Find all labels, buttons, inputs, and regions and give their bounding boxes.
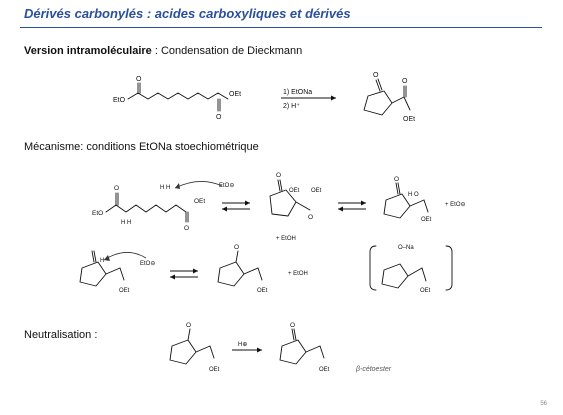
neut-enolate-oet: OEt xyxy=(209,367,220,373)
intramolecular-label-rest: : Condensation de Dieckmann xyxy=(151,45,303,57)
dieckmann-arrow: 1) EtONa 2) H⁺ xyxy=(281,89,336,110)
intramolecular-label: Version intramoléculaire : Condensation … xyxy=(24,45,302,57)
neut-product-oet: OEt xyxy=(319,367,330,373)
equilibrium-arrow-2 xyxy=(338,200,366,212)
mech-enolate-oet: OEt xyxy=(257,288,268,294)
neut-enolate: O OEt xyxy=(169,322,220,373)
mech-enolate: O OEt + EtOH xyxy=(217,244,308,294)
neutralisation-label: Neutralisation : xyxy=(24,329,98,341)
reactant-eto-label: EtO xyxy=(113,97,126,104)
mech-eto-minus: EtO⊖ xyxy=(219,183,234,189)
diester-reactant: EtO O O OEt xyxy=(113,76,241,121)
mech-etoh-plus-1: + EtOH xyxy=(276,236,296,242)
mechanism-label: Mécanisme: conditions EtONa stoechiométr… xyxy=(24,141,259,153)
neut-product-name: β-cétoester xyxy=(355,366,392,373)
equilibrium-arrow-1 xyxy=(222,200,250,212)
reagent-step-2: 2) H⁺ xyxy=(283,103,300,110)
mech-reactant-o-top: O xyxy=(114,185,119,192)
reactant-oxygen-top: O xyxy=(136,76,142,83)
product-ketone-oxygen: O xyxy=(373,72,379,79)
neut-product: O OEt β-cétoester xyxy=(279,322,392,373)
mech-int-oet-2: OEt xyxy=(311,188,322,194)
mech-plus-eto: + EtO⊖ xyxy=(445,202,466,208)
reactant-oet-label: OEt xyxy=(229,91,241,98)
page-number: 56 xyxy=(540,401,547,407)
mech-row3-oet: OEt xyxy=(119,288,130,294)
mech-chelate-oet: OEt xyxy=(420,288,431,294)
mech-sodium-chelate: O–Na OEt xyxy=(369,245,453,294)
neut-product-o-top: O xyxy=(290,322,295,329)
slide-title: Dérivés carbonylés : acides carboxylique… xyxy=(24,6,351,21)
mech-keto-o-top: O xyxy=(394,176,399,183)
mech-reactant: EtO O H H H H O OEt EtO⊖ xyxy=(92,181,234,232)
mech-tetrahedral-intermediate: O OEt OEt O + EtOH xyxy=(269,172,322,242)
neut-reagent-h: H⊕ xyxy=(238,342,247,348)
mech-int-oet-1: OEt xyxy=(289,188,300,194)
mech-etoh-plus-2: + EtOH xyxy=(288,271,308,277)
product-ester-oxygen: O xyxy=(402,78,408,85)
mech-int-o-minus: O xyxy=(308,214,313,221)
product-oet-label: OEt xyxy=(403,116,415,123)
mech-keto-oet: OEt xyxy=(421,217,432,223)
reagent-step-1: 1) EtONa xyxy=(283,89,312,96)
curly-arrow-eto-attack xyxy=(174,181,223,189)
mech-enolate-o-minus: O xyxy=(234,244,239,251)
mech-reactant-hh-top: H H xyxy=(160,185,170,191)
reactant-oxygen-bottom: O xyxy=(216,114,222,121)
mech-reactant-eto: EtO xyxy=(92,210,103,217)
neut-enolate-o-minus: O xyxy=(186,322,191,329)
equilibrium-arrow-3 xyxy=(170,268,198,280)
intramolecular-label-bold: Version intramoléculaire xyxy=(24,45,152,57)
mech-reactant-o-bottom: O xyxy=(184,225,189,232)
neut-arrow: H⊕ xyxy=(232,342,262,353)
mech-chelate-na: O–Na xyxy=(398,245,414,251)
mech-keto-h-o: H O xyxy=(408,192,419,198)
mech-int-o-top: O xyxy=(276,172,281,179)
title-divider xyxy=(20,27,542,28)
mech-ketoester-2: H OEt EtO⊖ xyxy=(79,250,155,294)
mech-reactant-oet: OEt xyxy=(194,198,205,205)
curly-arrow-deprotonation xyxy=(103,252,147,261)
mech-row3-h: H xyxy=(100,258,104,264)
cyclic-ketoester-product: O O OEt xyxy=(363,72,415,123)
mech-row3-eto-minus: EtO⊖ xyxy=(140,261,155,267)
mech-ketoester: O H O OEt + EtO⊖ xyxy=(383,176,466,223)
mech-reactant-hh-bottom: H H xyxy=(121,220,131,226)
